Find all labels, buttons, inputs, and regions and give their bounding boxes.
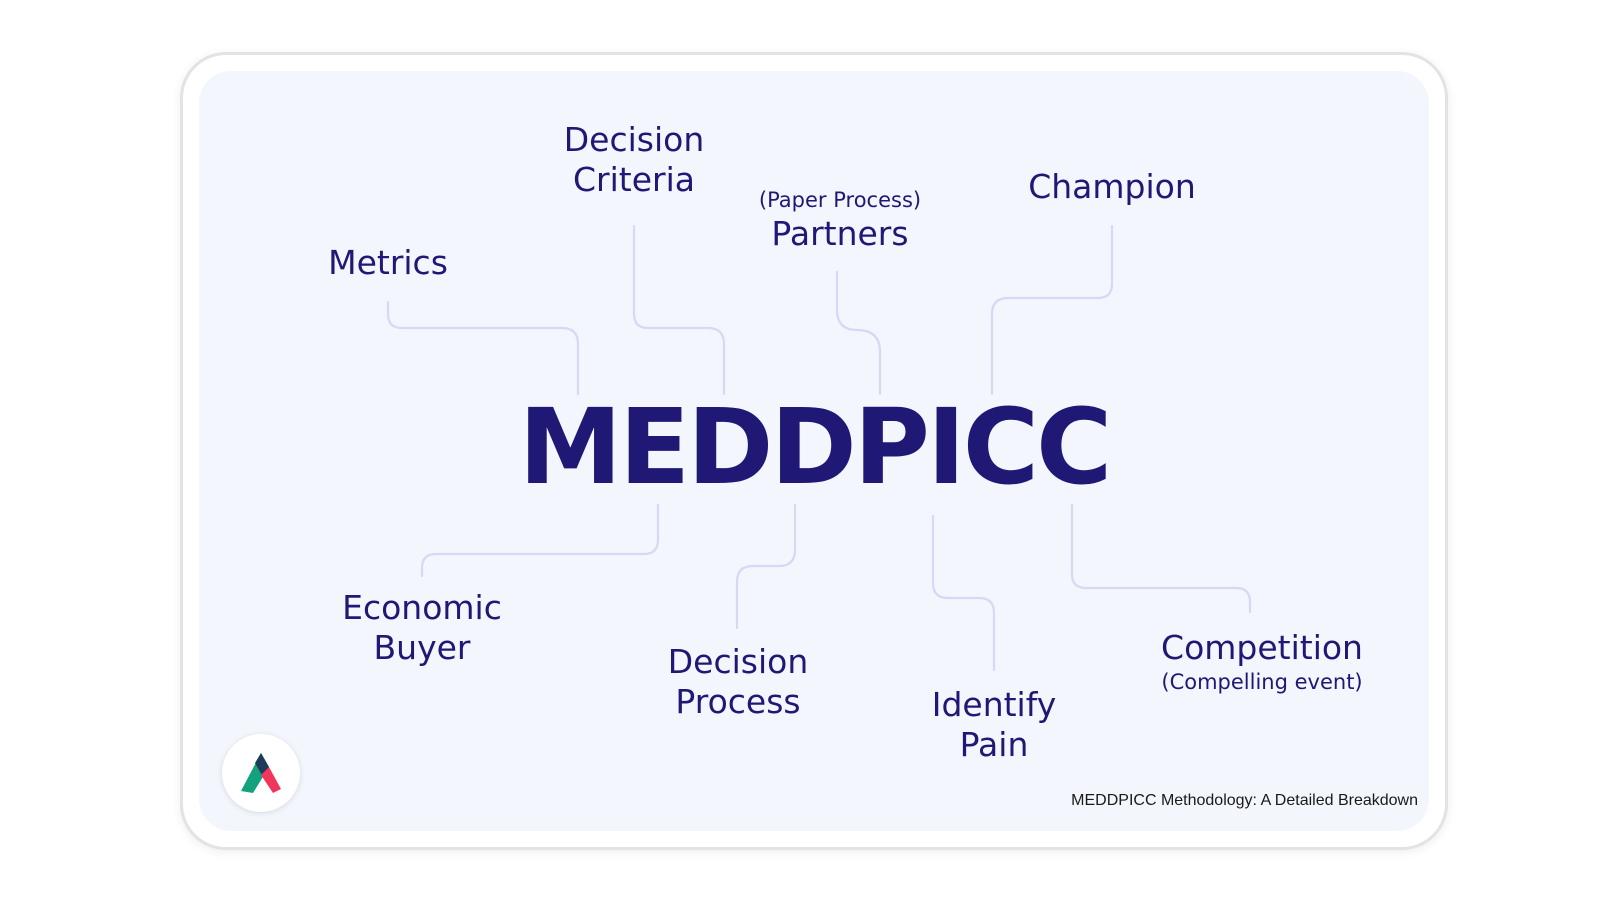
node-competition-label: Competition	[1161, 628, 1363, 667]
node-metrics: Metrics	[328, 243, 448, 283]
node-competition: Competition (Compelling event)	[1161, 628, 1363, 696]
node-partners-note: (Paper Process)	[758, 188, 922, 212]
node-decision-criteria: Decision Criteria	[564, 120, 705, 200]
node-decision-criteria-line1: Decision	[563, 120, 705, 159]
node-economic-buyer-line2: Buyer	[373, 628, 471, 667]
node-champion-label: Champion	[1028, 167, 1196, 206]
node-competition-note: (Compelling event)	[1161, 670, 1363, 694]
node-identify-pain: Identify Pain	[932, 685, 1057, 765]
node-decision-process: Decision Process	[668, 642, 809, 722]
center-title: MEDDPICC	[518, 386, 1113, 508]
brand-logo-icon	[241, 753, 281, 793]
node-identify-pain-line2: Pain	[959, 725, 1029, 764]
node-identify-pain-line1: Identify	[931, 685, 1057, 724]
node-economic-buyer-line1: Economic	[342, 588, 502, 627]
diagram-panel	[199, 71, 1429, 831]
node-decision-criteria-line2: Criteria	[573, 160, 695, 199]
node-economic-buyer: Economic Buyer	[342, 588, 502, 668]
node-metrics-label: Metrics	[328, 243, 448, 282]
node-partners-label: Partners	[771, 214, 909, 253]
node-champion: Champion	[1028, 167, 1196, 207]
brand-logo	[222, 734, 300, 812]
node-decision-process-line1: Decision	[667, 642, 809, 681]
node-partners: (Paper Process) Partners	[759, 186, 921, 254]
figure-caption: MEDDPICC Methodology: A Detailed Breakdo…	[1071, 792, 1418, 809]
node-decision-process-line2: Process	[675, 682, 801, 721]
diagram-card	[180, 52, 1448, 850]
